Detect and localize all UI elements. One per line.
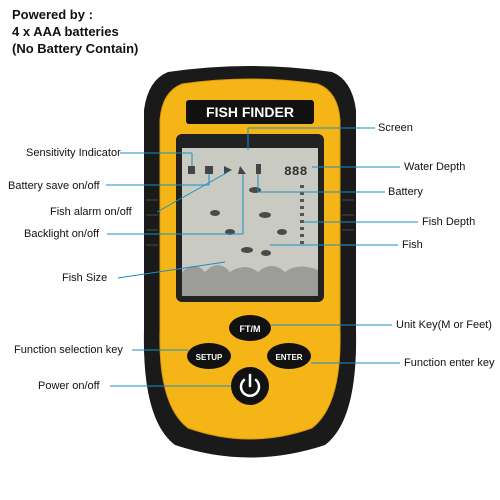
label-function-enter-key: Function enter key	[404, 357, 495, 369]
callout-lines	[106, 127, 418, 387]
label-unit-key: Unit Key(M or Feet)	[396, 319, 492, 331]
label-backlight: Backlight on/off	[24, 228, 100, 240]
lcd-fish-icons	[210, 187, 287, 256]
power-icon	[239, 373, 261, 397]
ftm-button-label: FT/M	[240, 324, 261, 334]
sensitivity-indicator-icon	[188, 166, 195, 174]
fish-icon	[277, 229, 287, 235]
ftm-button[interactable]	[229, 315, 271, 341]
brand-plate	[186, 100, 314, 124]
label-power: Power on/off	[38, 380, 100, 392]
battery-save-icon	[205, 166, 213, 174]
label-fish: Fish	[402, 239, 423, 251]
backlight-icon	[238, 166, 246, 174]
enter-button-label: ENTER	[275, 353, 302, 362]
brand-label: FISH FINDER	[206, 104, 294, 120]
label-water-depth: Water Depth	[404, 161, 466, 173]
label-battery-save: Battery save on/off	[8, 180, 100, 192]
fish-icon	[210, 210, 220, 216]
label-function-selection-key: Function selection key	[14, 344, 123, 356]
fish-icon	[241, 247, 253, 253]
power-info-line3: (No Battery Contain)	[12, 41, 139, 56]
label-battery: Battery	[388, 186, 423, 198]
lcd-bottom-contour	[182, 265, 318, 296]
setup-button[interactable]	[187, 343, 231, 369]
label-fish-size: Fish Size	[62, 272, 108, 284]
label-sensitivity-indicator: Sensitivity Indicator	[26, 147, 121, 159]
depth-readout: 888	[284, 164, 308, 179]
label-fish-alarm: Fish alarm on/off	[50, 206, 132, 218]
lcd-status-icons	[188, 164, 261, 174]
fish-alarm-icon	[224, 166, 232, 174]
fish-icon	[259, 212, 271, 218]
enter-button[interactable]	[267, 343, 311, 369]
power-info: Powered by : 4 x AAA batteries (No Batte…	[12, 6, 202, 57]
power-info-line2: 4 x AAA batteries	[12, 24, 119, 39]
label-screen: Screen	[378, 122, 413, 134]
battery-icon	[256, 164, 261, 174]
fish-icon	[261, 250, 271, 256]
power-info-line1: Powered by :	[12, 7, 93, 22]
setup-button-label: SETUP	[196, 353, 223, 362]
label-fish-depth: Fish Depth	[422, 216, 476, 228]
depth-scale	[300, 185, 304, 244]
